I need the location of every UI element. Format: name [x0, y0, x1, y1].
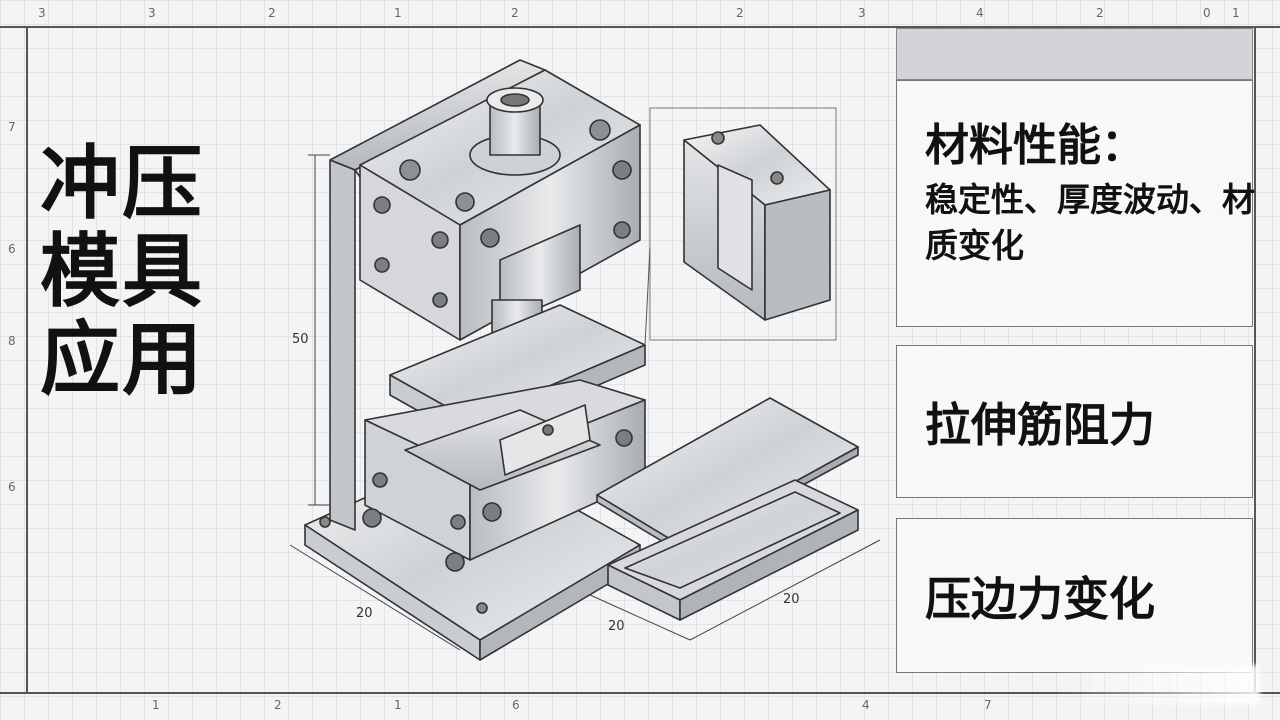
ruler-top-tick: 2	[268, 6, 276, 20]
ruler-left-tick: 7	[8, 120, 16, 134]
frame-left-line	[26, 26, 28, 694]
panel-header-bar	[896, 28, 1253, 80]
title-line: 模具	[40, 225, 204, 318]
panel-body: 稳定性、厚度波动、材质变化	[925, 180, 1255, 265]
frame-bottom-line	[0, 692, 1280, 694]
ruler-top-tick: 1	[394, 6, 402, 20]
frame-right-line	[1254, 26, 1256, 694]
ruler-left-tick: 6	[8, 242, 16, 256]
ruler-top-tick: 0	[1203, 6, 1211, 20]
frame-top-line	[0, 26, 1280, 28]
info-panel-material: 材料性能： 稳定性、厚度波动、材质变化	[896, 80, 1255, 327]
ruler-bottom-tick: 1	[152, 698, 160, 712]
ruler-top-tick: 2	[1096, 6, 1104, 20]
main-title: 冲压 模具 应用	[40, 140, 270, 404]
ruler-bottom-tick: 1	[394, 698, 402, 712]
stamping-die-illustration: 50 20 20 20	[289, 59, 881, 661]
dim-label-plate-long: 20	[783, 592, 800, 607]
ruler-top-tick: 2	[511, 6, 519, 20]
ruler-top-tick: 3	[148, 6, 156, 20]
ruler-bottom-tick: 6	[512, 698, 520, 712]
title-line: 应用	[40, 313, 204, 406]
dim-label-height: 50	[292, 332, 309, 347]
ruler-top-tick: 2	[736, 6, 744, 20]
ruler-top-tick: 4	[976, 6, 984, 20]
dim-label-base: 20	[356, 606, 373, 621]
ruler-top-tick: 1	[1232, 6, 1240, 20]
ruler-bottom-tick: 7	[984, 698, 992, 712]
ruler-top-tick: 3	[38, 6, 46, 20]
ruler-top-tick: 3	[858, 6, 866, 20]
panel-title: 材料性能：	[925, 120, 1145, 171]
panel-title: 拉伸筋阻力	[925, 397, 1155, 452]
ruler-bottom-tick: 2	[274, 698, 282, 712]
ruler-bottom-tick: 4	[862, 698, 870, 712]
panel-title: 压边力变化	[925, 571, 1155, 626]
info-panel-blankholder: 压边力变化	[896, 518, 1253, 673]
dim-label-plate-small: 20	[608, 619, 625, 634]
watermark-area	[1050, 665, 1260, 705]
ruler-left-tick: 6	[8, 480, 16, 494]
title-line: 冲压	[40, 137, 204, 230]
ruler-left-tick: 8	[8, 334, 16, 348]
info-panel-drawbead: 拉伸筋阻力	[896, 345, 1253, 498]
